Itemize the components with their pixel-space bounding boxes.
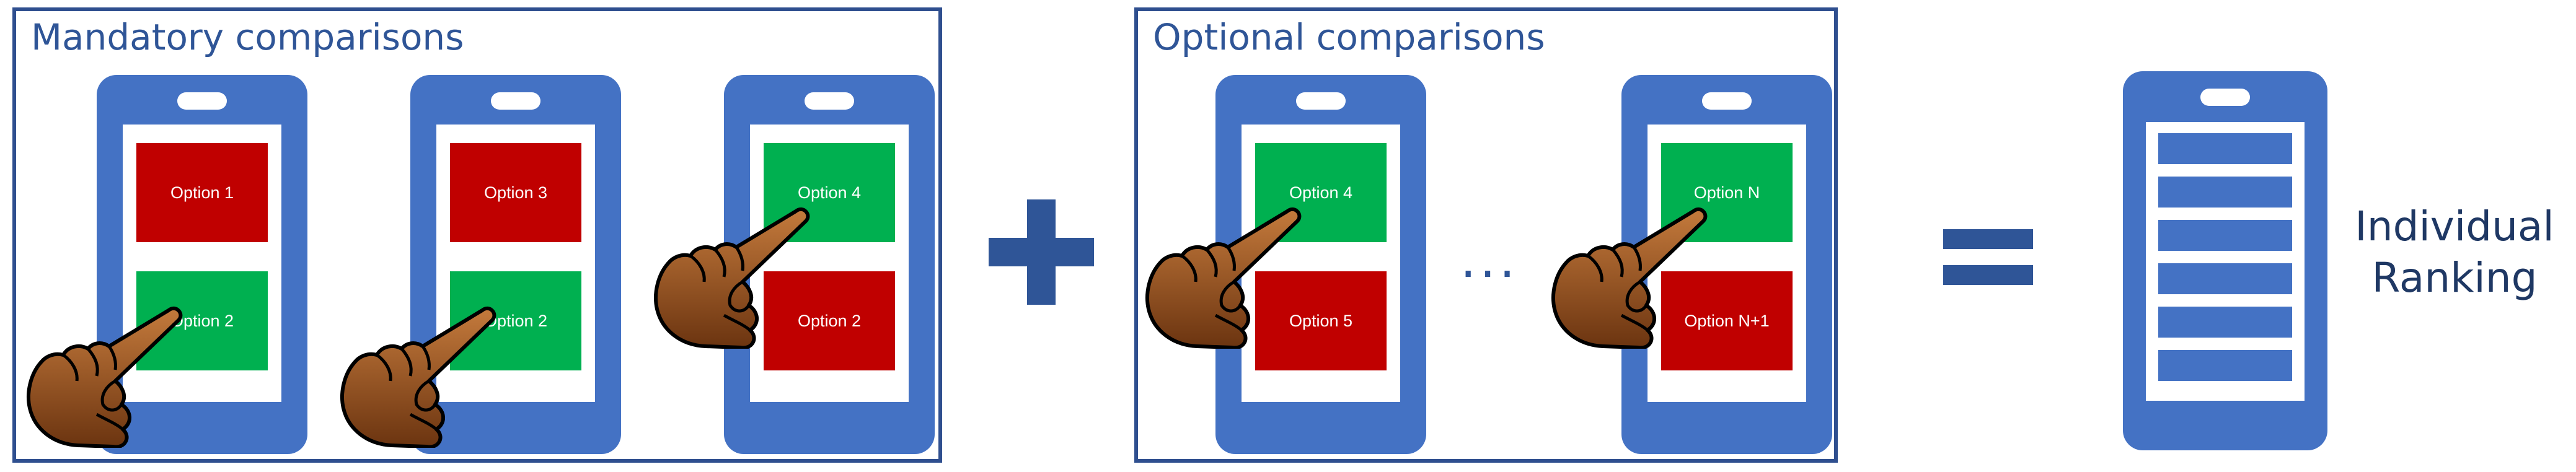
- option-card[interactable]: Option 5: [1255, 271, 1387, 370]
- option-card[interactable]: Option 1: [136, 143, 268, 242]
- option-card[interactable]: Option N+1: [1661, 271, 1793, 370]
- ranking-phone: [2123, 71, 2327, 450]
- phone-optional-1: Option 4 Option 5: [1215, 75, 1426, 454]
- phone-speaker: [1702, 92, 1752, 110]
- equals-operator: [1943, 229, 2033, 285]
- plus-vertical-bar: [1027, 199, 1056, 305]
- equals-bottom-bar: [1943, 265, 2033, 285]
- phone-mandatory-2: Option 3 Option 2: [410, 75, 621, 454]
- option-card[interactable]: Option 3: [450, 143, 581, 242]
- hand-pointer-icon: [1141, 194, 1302, 349]
- phone-speaker: [491, 92, 540, 110]
- hand-pointer-icon: [22, 293, 183, 448]
- ranking-bar: [2158, 350, 2292, 381]
- phone-screen: Option 3 Option 2: [436, 125, 595, 402]
- phone-speaker: [177, 92, 227, 110]
- phone-screen: Option N Option N+1: [1647, 125, 1806, 402]
- phone-mandatory-1: Option 1 Option 2: [97, 75, 307, 454]
- equals-top-bar: [1943, 229, 2033, 249]
- ranking-bar: [2158, 307, 2292, 338]
- option-card[interactable]: Option 2: [764, 271, 895, 370]
- hand-pointer-icon: [1547, 194, 1708, 349]
- phone-speaker: [1296, 92, 1346, 110]
- ranking-screen: [2146, 122, 2305, 401]
- hand-pointer-icon: [650, 194, 811, 349]
- phone-screen: Option 1 Option 2: [123, 125, 281, 402]
- hand-pointer-icon: [336, 293, 497, 448]
- optional-comparisons-title: Optional comparisons: [1153, 16, 1545, 58]
- ranking-bar: [2158, 133, 2292, 164]
- phone-speaker: [805, 92, 854, 110]
- phone-screen: Option 4 Option 2: [750, 125, 909, 402]
- optional-comparisons-group: Optional comparisons Option 4 Option 5 .…: [1134, 7, 1838, 463]
- phone-mandatory-3: Option 4 Option 2: [724, 75, 935, 454]
- ranking-bar: [2158, 220, 2292, 251]
- label-line-1: Individual: [2355, 203, 2554, 250]
- mandatory-comparisons-title: Mandatory comparisons: [31, 16, 464, 58]
- ranking-bar: [2158, 263, 2292, 294]
- ellipsis: ...: [1460, 231, 1519, 289]
- phone-speaker: [2200, 89, 2250, 106]
- ranking-bar: [2158, 177, 2292, 208]
- label-line-2: Ranking: [2371, 253, 2538, 302]
- plus-operator: [989, 199, 1094, 305]
- mandatory-comparisons-group: Mandatory comparisons Option 1 Option 2 …: [12, 7, 942, 463]
- phone-screen: Option 4 Option 5: [1242, 125, 1400, 402]
- individual-ranking-label: Individual Ranking: [2337, 201, 2572, 304]
